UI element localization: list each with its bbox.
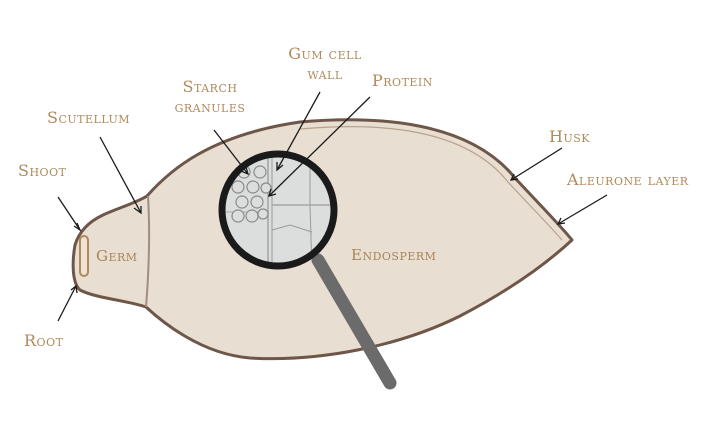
magnifier-handle [311, 253, 397, 390]
leader-starch [213, 129, 249, 175]
label-root: Root [24, 331, 64, 350]
label-gum-line1: Gum cell [288, 44, 362, 63]
leader-husk [510, 147, 563, 181]
magnifying-glass-icon [218, 150, 338, 270]
label-husk: Husk [549, 127, 590, 146]
leader-aleurone [557, 194, 608, 225]
label-scutellum: Scutellum [47, 108, 131, 127]
label-starch-line2: granules [174, 97, 246, 116]
label-gum-cell-wall: Gum cell wall [265, 44, 385, 84]
label-starch-granules: Starch granules [155, 77, 265, 117]
label-protein: Protein [372, 71, 433, 90]
label-gum-line2: wall [307, 64, 343, 83]
label-germ: Germ [96, 247, 138, 265]
scutellum-line [145, 195, 151, 308]
leader-root [57, 285, 77, 322]
leader-protein [268, 96, 371, 197]
starch-granules [231, 165, 272, 223]
label-shoot: Shoot [18, 161, 67, 180]
aleurone-line [299, 126, 563, 241]
shoot-marker [79, 235, 89, 277]
leader-shoot [57, 196, 81, 231]
label-endosperm: Endosperm [351, 246, 437, 264]
leader-gum-cell [276, 91, 321, 171]
label-aleurone-layer: Aleurone layer [567, 170, 689, 189]
label-starch-line1: Starch [182, 77, 238, 96]
leader-scutellum [99, 136, 142, 214]
